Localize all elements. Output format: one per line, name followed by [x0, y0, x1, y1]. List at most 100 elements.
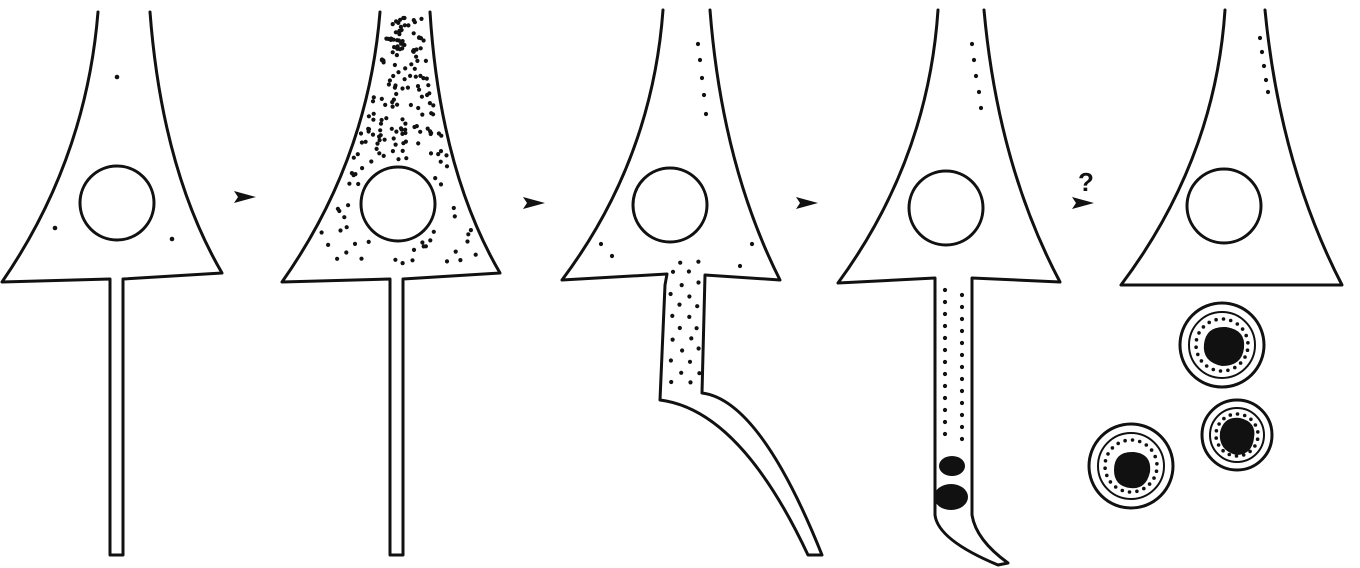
granule [390, 100, 394, 104]
granule [669, 292, 673, 296]
nucleus [80, 166, 154, 240]
granule [414, 75, 418, 79]
spheroid-2 [1202, 400, 1272, 470]
granule [411, 49, 415, 53]
granule [1217, 422, 1221, 426]
granule [394, 19, 398, 23]
granule [1248, 450, 1252, 454]
soma-outline [2, 12, 222, 555]
granule [425, 77, 429, 81]
granule [1148, 482, 1152, 486]
granule [702, 93, 706, 97]
granule [350, 171, 354, 175]
granule [960, 341, 964, 345]
granule [419, 17, 423, 21]
granule [1264, 78, 1268, 82]
granule [678, 326, 682, 330]
granule [1229, 319, 1233, 323]
granule [392, 136, 396, 140]
nucleus [633, 168, 707, 242]
granule [1266, 90, 1270, 94]
granule [943, 420, 947, 424]
granule [395, 103, 399, 107]
granule [465, 239, 469, 243]
granule [1256, 437, 1260, 441]
granule [396, 157, 400, 161]
granule [960, 329, 964, 333]
stage-5-neuron [1089, 10, 1342, 508]
granule [53, 226, 58, 231]
granule [326, 243, 330, 247]
granule [406, 23, 410, 27]
granule [943, 336, 947, 340]
granule [347, 182, 351, 186]
granule [391, 74, 395, 78]
granule [412, 248, 416, 252]
granule [943, 396, 947, 400]
granule [695, 326, 699, 330]
granule [371, 133, 375, 137]
granule [1150, 448, 1154, 452]
granule [170, 237, 175, 242]
granule [454, 250, 458, 254]
granule [1258, 36, 1262, 40]
granule [1233, 366, 1237, 370]
granule [669, 358, 673, 362]
granule [364, 140, 368, 144]
granule [697, 346, 701, 350]
granule [380, 97, 384, 101]
granule [452, 206, 456, 210]
granule [391, 22, 395, 26]
granule [335, 257, 339, 261]
granule [1228, 453, 1232, 457]
granule [371, 118, 375, 122]
granule [360, 166, 364, 170]
granule [1196, 353, 1200, 357]
granule [372, 95, 376, 99]
granule [404, 156, 408, 160]
granule [396, 70, 400, 74]
granule [960, 293, 964, 297]
granule [380, 118, 384, 122]
granule [688, 360, 692, 364]
granule [1111, 446, 1115, 450]
granule [342, 215, 346, 219]
granule [1197, 331, 1201, 335]
granule [377, 151, 381, 155]
granule [960, 389, 964, 393]
granule [469, 228, 473, 232]
stage-2-neuron [282, 12, 500, 555]
stage-4-neuron [838, 10, 1060, 565]
granule [943, 408, 947, 412]
granule [445, 259, 449, 263]
granule [974, 74, 978, 78]
granule [429, 111, 433, 115]
granule [960, 365, 964, 369]
granule [689, 336, 693, 340]
granule [671, 270, 675, 274]
granule [599, 242, 603, 246]
granule [1253, 444, 1257, 448]
granule [344, 250, 348, 254]
granule [379, 133, 383, 137]
granule [427, 91, 431, 95]
granule [412, 31, 416, 35]
granule [394, 92, 398, 96]
granule [403, 23, 407, 27]
granule [391, 105, 395, 109]
granule [356, 152, 360, 156]
granule [1254, 423, 1258, 427]
granule [1153, 455, 1157, 459]
granule [418, 74, 422, 78]
granule [371, 99, 375, 103]
granule [428, 101, 432, 105]
granule [943, 432, 947, 436]
granule [444, 153, 448, 157]
granule [943, 348, 947, 352]
granule [1244, 334, 1248, 338]
granule [418, 130, 422, 134]
granule [378, 138, 382, 142]
granule [420, 113, 424, 117]
nucleus [361, 167, 435, 241]
